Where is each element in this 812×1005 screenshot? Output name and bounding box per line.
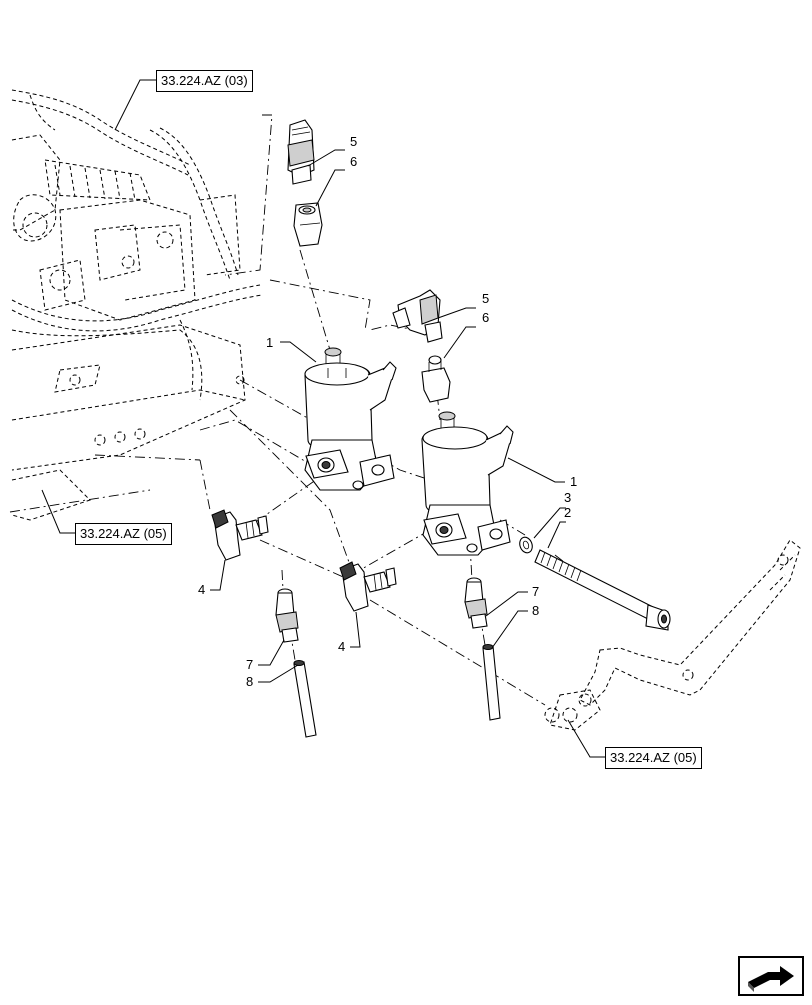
fitting-right xyxy=(464,577,488,629)
connector-right xyxy=(392,289,443,343)
callout-leaders xyxy=(210,149,566,683)
reference-box-bottom[interactable]: 33.224.AZ (05) xyxy=(605,747,702,769)
hose-right xyxy=(482,644,501,721)
callout-1-right: 1 xyxy=(570,474,577,489)
connector-upper xyxy=(287,119,315,185)
callout-3: 3 xyxy=(564,490,571,505)
next-page-arrow-icon[interactable] xyxy=(738,956,804,996)
machine-background xyxy=(11,89,263,521)
elbow-left xyxy=(211,509,269,561)
reference-box-top[interactable]: 33.224.AZ (03) xyxy=(156,70,253,92)
fitting-left xyxy=(275,588,299,643)
solenoid-valve-left xyxy=(304,347,397,491)
assembly-lines xyxy=(9,114,601,706)
callout-labels: 5 6 5 6 1 1 3 2 4 4 7 8 7 8 xyxy=(198,134,577,689)
reference-leaders xyxy=(41,79,605,758)
screw xyxy=(534,549,671,631)
callout-4-right: 4 xyxy=(338,639,345,654)
callout-5-upper: 5 xyxy=(350,134,357,149)
callout-7-right: 7 xyxy=(532,584,539,599)
hose-left xyxy=(293,660,317,738)
callout-6-right: 6 xyxy=(482,310,489,325)
callout-6-upper: 6 xyxy=(350,154,357,169)
elbow-right xyxy=(339,561,397,612)
callout-5-right: 5 xyxy=(482,291,489,306)
callout-7-left: 7 xyxy=(246,657,253,672)
mounting-bracket xyxy=(544,539,801,731)
reference-box-mid[interactable]: 33.224.AZ (05) xyxy=(75,523,172,545)
callout-4-left: 4 xyxy=(198,582,205,597)
callout-8-left: 8 xyxy=(246,674,253,689)
solenoid-valve-right xyxy=(421,411,514,556)
callout-1-left: 1 xyxy=(266,335,273,350)
washer xyxy=(519,536,533,554)
callout-2: 2 xyxy=(564,505,571,520)
callout-8-right: 8 xyxy=(532,603,539,618)
nut-upper xyxy=(293,202,323,247)
nut-right xyxy=(421,355,451,403)
